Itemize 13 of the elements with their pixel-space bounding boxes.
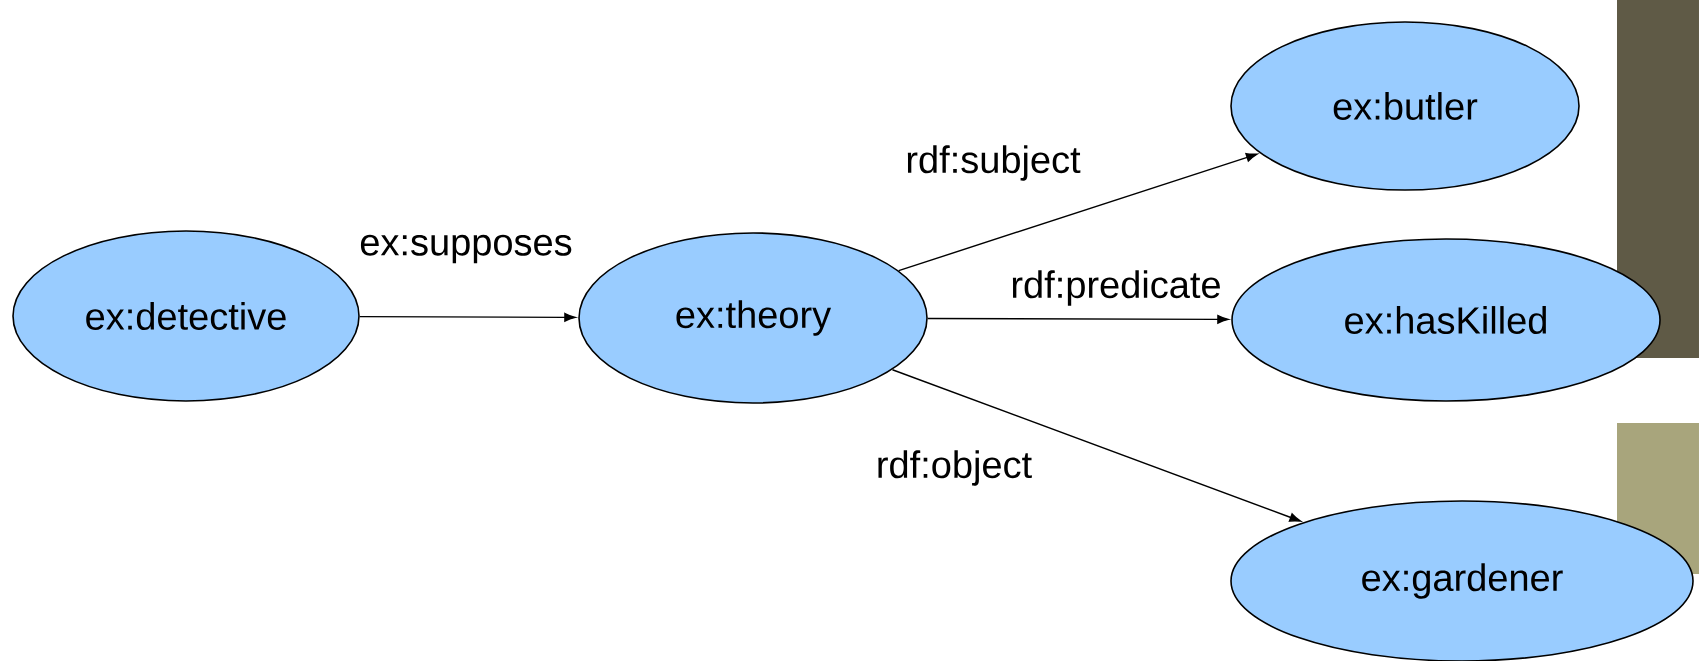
arrow	[927, 314, 1229, 324]
edge-label: rdf:subject	[907, 145, 1081, 181]
edge-label: rdf:predicate	[1012, 270, 1220, 306]
ellipse-node: ex:detective	[12, 230, 360, 402]
ellipse-node: ex:hasKilled	[1231, 238, 1661, 402]
ellipse-node: ex:theory	[578, 232, 928, 404]
arrow	[359, 312, 576, 322]
ellipse-node: ex:gardener	[1230, 500, 1694, 661]
edge-label: rdf:object	[878, 450, 1032, 486]
ellipse-node: ex:butler	[1230, 21, 1580, 191]
arrow	[891, 369, 1302, 522]
edge-label: ex:supposes	[360, 234, 572, 264]
arrow	[898, 153, 1258, 272]
